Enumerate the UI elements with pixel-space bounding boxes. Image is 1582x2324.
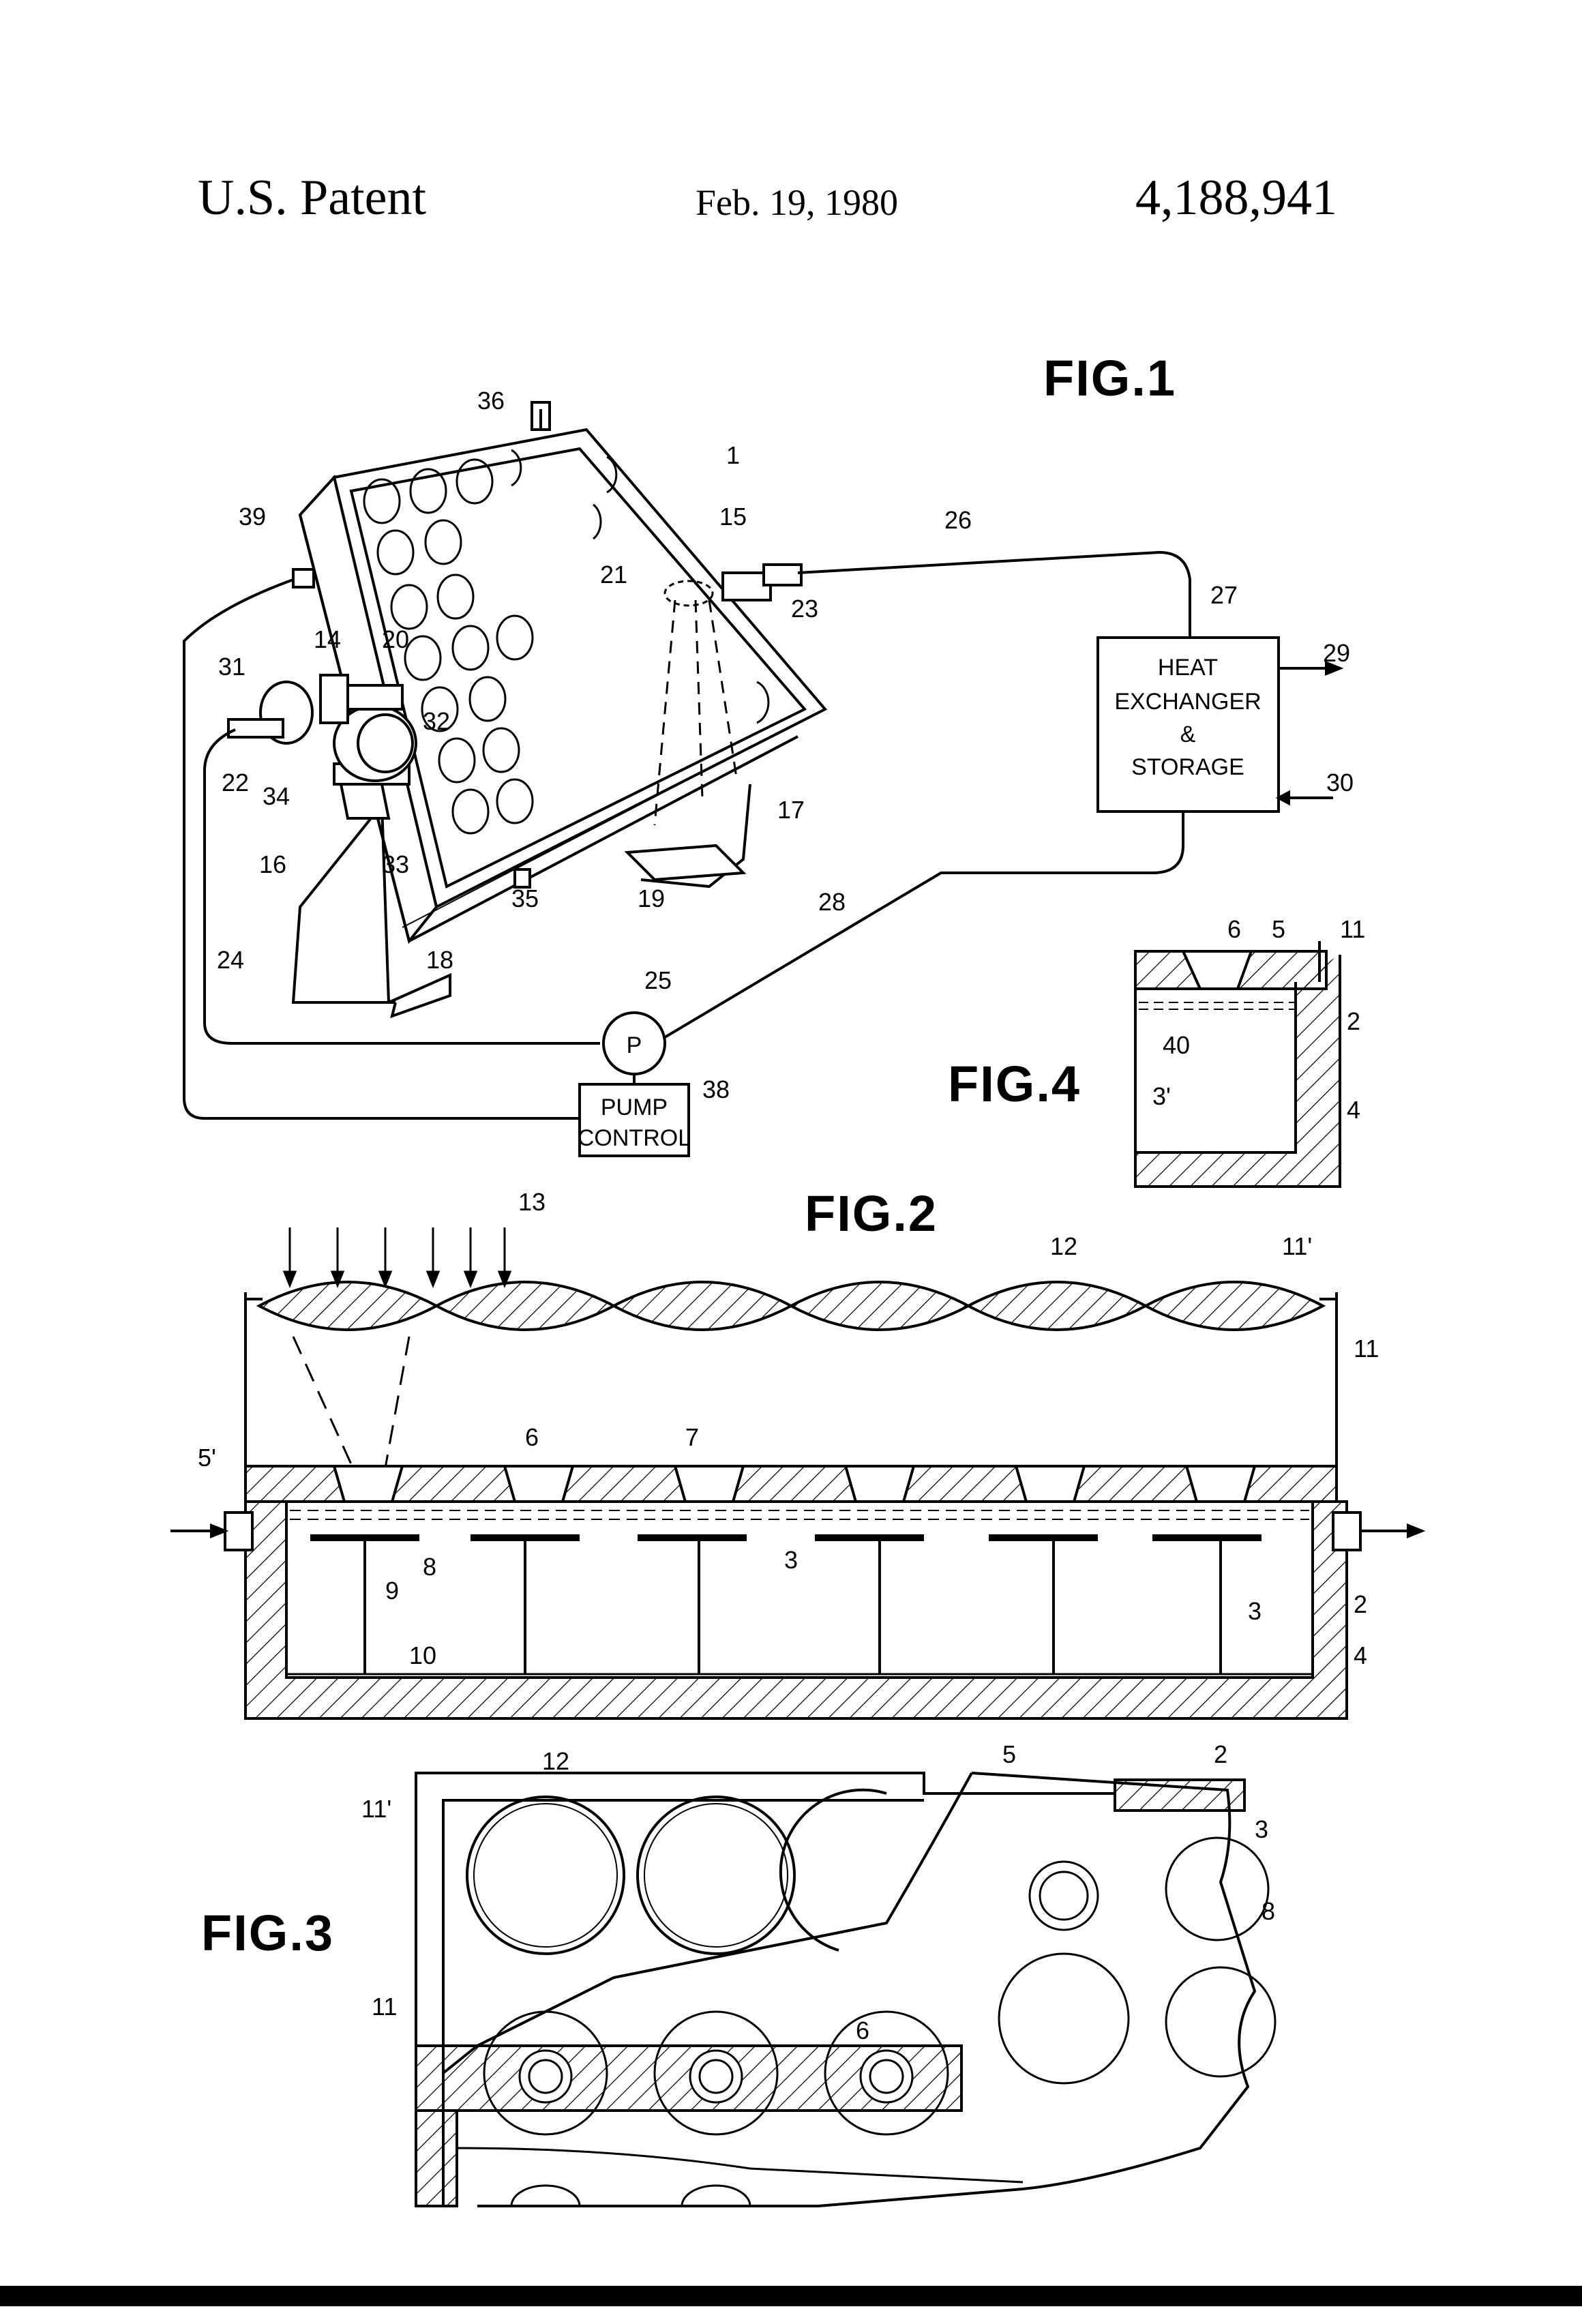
ref-27: 27 [1210,581,1238,609]
ref-28: 28 [818,888,846,916]
ref-19: 19 [638,884,665,912]
heat-exchanger-line3: & [1180,721,1196,747]
ref-f3-3: 3 [1255,1815,1268,1843]
ref-f4-5: 5 [1272,915,1285,943]
pump-control-line2: CONTROL [578,1125,691,1151]
ref-f2-8: 8 [423,1553,436,1581]
ref-f2-9: 9 [385,1577,399,1605]
ref-f2-3b: 3 [1248,1597,1262,1625]
ref-f4-4: 4 [1347,1096,1360,1124]
ref-f3-5: 5 [1002,1740,1016,1768]
pump-symbol: P [627,1032,642,1058]
ref-f2-13: 13 [518,1188,546,1216]
ref-26: 26 [944,506,972,534]
ref-39: 39 [239,503,266,531]
fig3-label: FIG.3 [201,1905,334,1961]
ref-f4-11: 11 [1340,915,1365,943]
ref-f2-10: 10 [409,1641,436,1669]
fig1-pipe-28 [655,805,1183,1043]
ref-f2-4: 4 [1354,1641,1367,1669]
fig2-lens-row [259,1282,1323,1330]
ref-33: 33 [382,850,409,878]
heat-exchanger-line2: EXCHANGER [1114,689,1261,715]
ref-17: 17 [777,796,805,824]
ref-25: 25 [644,966,672,994]
ref-21: 21 [600,561,627,589]
ref-f2-6: 6 [525,1423,539,1451]
ref-31: 31 [218,653,245,681]
ref-f3-2: 2 [1214,1740,1227,1768]
ref-f3-6: 6 [856,2016,869,2044]
ref-f3-8: 8 [1262,1897,1275,1925]
ref-f2-3a: 3 [784,1546,798,1574]
ref-32: 32 [423,707,450,735]
ref-f2-11p: 11' [1282,1232,1312,1260]
ref-f2-7: 7 [685,1423,699,1451]
heat-exchanger-line1: HEAT [1158,655,1218,681]
ref-16: 16 [259,850,286,878]
ref-f4-6: 6 [1227,915,1241,943]
ref-20: 20 [382,625,409,653]
ref-35: 35 [511,884,539,912]
fig2-drawing [170,1227,1422,1718]
ref-f2-2: 2 [1354,1590,1367,1618]
ref-24: 24 [217,946,244,974]
ref-30: 30 [1326,769,1354,796]
ref-f4-3p: 3' [1152,1082,1171,1110]
fig1-stand-left [293,805,395,1002]
fig2-absorber-plate [245,1466,1337,1502]
ref-14: 14 [314,625,341,653]
bottom-rule [0,2286,1582,2306]
pump-control-line1: PUMP [601,1094,668,1120]
fig2-reference-numerals: 13 12 11' 11 5' 6 7 8 3 9 10 3 2 4 [198,1188,1379,1669]
ref-15: 15 [719,503,747,531]
ref-f2-11: 11 [1354,1335,1379,1362]
fig3-drawing [416,1773,1275,2206]
ref-29: 29 [1323,639,1350,667]
ref-f4-2: 2 [1347,1007,1360,1035]
heat-exchanger-line4: STORAGE [1131,754,1244,780]
ref-38: 38 [702,1075,730,1103]
ref-f2-12: 12 [1050,1232,1077,1260]
fig4-drawing [1135,941,1340,1187]
ref-f3-11p: 11' [361,1795,391,1823]
ref-f4-40: 40 [1163,1031,1190,1059]
ref-22: 22 [222,769,249,796]
fig2-tank-wall [245,1502,1347,1718]
ref-18: 18 [426,946,453,974]
ref-34: 34 [263,782,290,810]
fig4-label: FIG.4 [948,1056,1081,1112]
ref-23: 23 [791,595,818,623]
fig2-label: FIG.2 [805,1185,938,1242]
fig1-label: FIG.1 [1043,350,1176,406]
ref-f3-11: 11 [372,1993,397,2021]
ref-36: 36 [477,387,505,415]
ref-f3-12: 12 [542,1747,569,1775]
ref-1: 1 [726,441,740,469]
fig1-pipe-26 [798,552,1190,638]
ref-f2-5p: 5' [198,1444,216,1472]
fig3-lens-row [467,1790,886,1954]
